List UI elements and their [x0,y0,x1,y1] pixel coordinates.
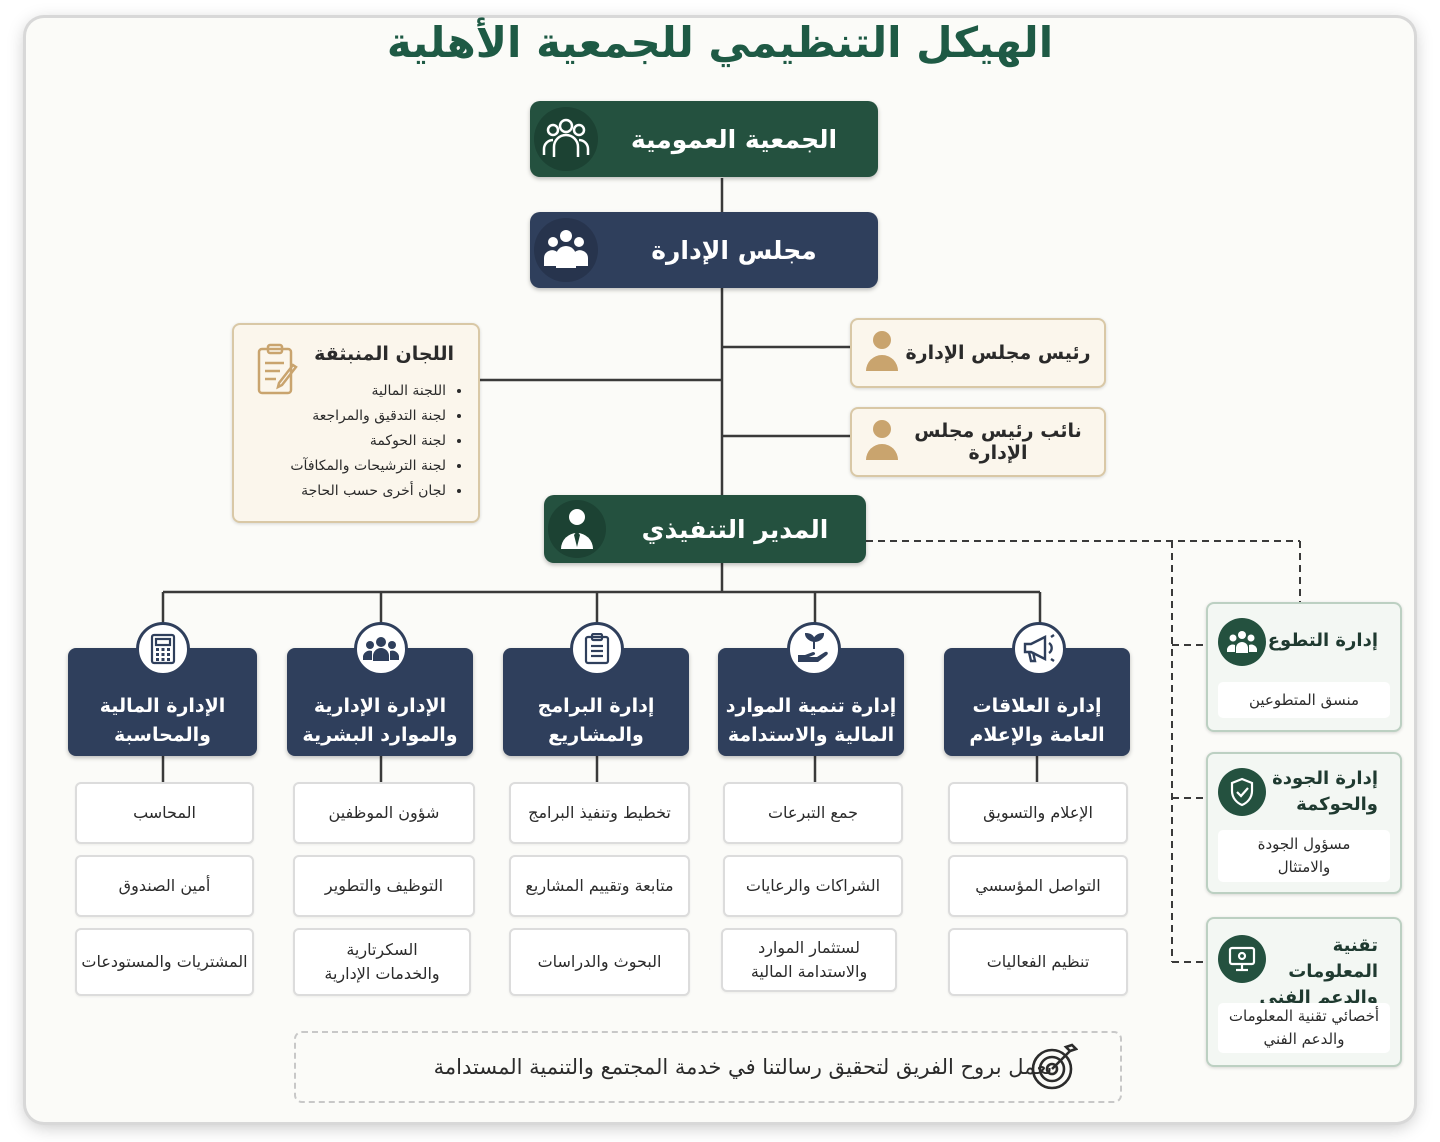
target-icon [1030,1041,1079,1095]
general-assembly-label: الجمعية العمومية [630,124,838,154]
person-icon [864,418,900,466]
unit-box: جمع التبرعات [723,782,903,844]
unit-box: متابعة وتقييم المشاريع [509,855,690,917]
unit-box: لستثمار الموارد والاستدامة المالية [721,928,897,992]
side-unit-role: منسق المتطوعين [1218,682,1390,718]
unit-box: تنظيم الفعاليات [948,928,1128,996]
unit-box: التوظيف والتطوير [293,855,475,917]
businessman-icon [548,500,606,558]
department-name: الإدارة المالية والمحاسبة [99,695,226,746]
shield-check-icon [1218,768,1266,816]
committees-title: اللجان المنبثقة [314,343,454,365]
committee-item: لجان أخرى حسب الحاجة [290,479,446,504]
side-unit-quality: إدارة الجودة والحوكمة مسؤول الجودة والام… [1206,752,1402,894]
vice-chairman-label: نائب رئيس مجلس الإدارة [914,420,1082,464]
team-icon [354,622,408,676]
side-unit-title: تقنية المعلومات والدعم الفني [1259,935,1378,1008]
unit-box: أمين الصندوق [75,855,254,917]
board-label: مجلس الإدارة [651,235,817,265]
committee-item: لجنة التدقيق والمراجعة [290,404,446,429]
committees-list: اللجنة المالية لجنة التدقيق والمراجعة لج… [290,379,464,504]
committee-item: لجنة الترشيحات والمكافآت [290,454,446,479]
unit-box: البحوث والدراسات [509,928,690,996]
unit-box: تخطيط وتنفيذ البرامج [509,782,690,844]
group-icon [534,107,598,171]
department-name: إدارة تنمية الموارد المالية والاستدامة [725,695,897,746]
chairman-box: رئيس مجلس الإدارة [850,318,1106,388]
committee-item: اللجنة المالية [290,379,446,404]
department-name: إدارة البرامج والمشاريع [537,695,655,746]
unit-box: الإعلام والتسويق [948,782,1128,844]
general-assembly-box: الجمعية العمومية [530,101,878,177]
person-icon [864,329,900,377]
chairman-label: رئيس مجلس الإدارة [905,342,1091,364]
chart-frame [26,18,1414,1122]
unit-box: شؤون الموظفين [293,782,475,844]
side-unit-role: مسؤول الجودة والامتثال [1218,830,1390,882]
unit-box: السكرتارية والخدمات الإدارية [293,928,471,996]
clipboard-icon [256,343,300,401]
side-unit-it: تقنية المعلومات والدعم الفني أخصائي تقني… [1206,917,1402,1067]
side-unit-volunteering: إدارة التطوع منسق المتطوعين [1206,602,1402,732]
department-name: الإدارة الإدارية والموارد البشرية [302,695,458,746]
board-box: مجلس الإدارة [530,212,878,288]
vice-chairman-box: نائب رئيس مجلس الإدارة [850,407,1106,477]
unit-box: الشراكات والرعايات [723,855,903,917]
department-name: إدارة العلاقات العامة والإعلام [969,695,1105,746]
meeting-icon [534,218,598,282]
department-finance: الإدارة المالية والمحاسبة [68,648,257,756]
unit-box: التواصل المؤسسي [948,855,1128,917]
monitor-icon [1218,935,1266,983]
page-title: الهيكل التنظيمي للجمعية الأهلية [386,18,1054,67]
footer-text: نعمل بروح الفريق لتحقيق رسالتنا في خدمة … [433,1055,1053,1079]
department-resources: إدارة تنمية الموارد المالية والاستدامة [718,648,904,756]
unit-box: المحاسب [75,782,254,844]
side-unit-role: أخصائي تقنية المعلومات والدعم الفني [1218,1003,1390,1053]
executive-director-label: المدير التنفيذي [641,514,829,544]
unit-box: المشتريات والمستودعات [75,928,254,996]
side-unit-title: إدارة الجودة والحوكمة [1272,768,1378,815]
side-unit-title: إدارة التطوع [1267,630,1378,651]
committee-item: لجنة الحوكمة [290,429,446,454]
footer-banner: نعمل بروح الفريق لتحقيق رسالتنا في خدمة … [294,1031,1122,1103]
executive-director-box: المدير التنفيذي [544,495,866,563]
clipboard-icon [570,622,624,676]
plant-hand-icon [787,622,841,676]
volunteers-icon [1218,618,1266,666]
megaphone-icon [1012,622,1066,676]
committees-box: اللجان المنبثقة اللجنة المالية لجنة التد… [232,323,480,523]
calculator-icon [136,622,190,676]
department-hr: الإدارة الإدارية والموارد البشرية [287,648,473,756]
